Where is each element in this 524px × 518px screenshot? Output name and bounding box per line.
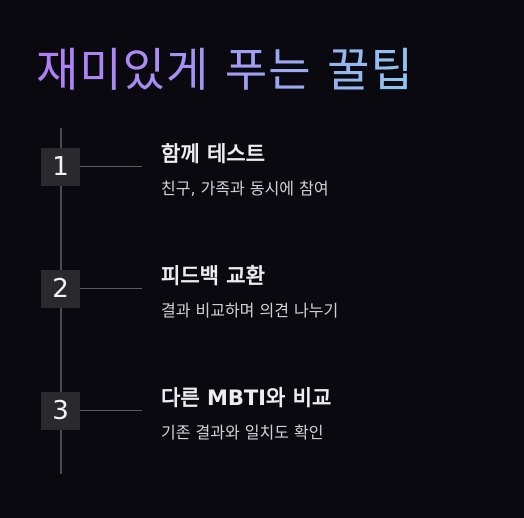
step-connector [80,410,142,411]
step-number-badge: 3 [41,392,80,430]
step-connector [80,166,142,167]
page-title: 재미있게 푸는 꿀팁 [36,40,414,100]
step-number-badge: 2 [41,270,80,308]
step-title: 함께 테스트 [161,142,265,166]
step-description: 기존 결과와 일치도 확인 [161,423,324,442]
tip-step-1: 1 함께 테스트 친구, 가족과 동시에 참여 [0,142,524,228]
step-title: 피드백 교환 [161,264,265,288]
step-description: 결과 비교하며 의견 나누기 [161,301,339,320]
step-connector [80,288,142,289]
step-description: 친구, 가족과 동시에 참여 [161,179,329,198]
tip-step-2: 2 피드백 교환 결과 비교하며 의견 나누기 [0,264,524,350]
tip-step-3: 3 다른 MBTI와 비교 기존 결과와 일치도 확인 [0,386,524,472]
step-title: 다른 MBTI와 비교 [161,386,332,410]
step-number-badge: 1 [41,148,80,186]
